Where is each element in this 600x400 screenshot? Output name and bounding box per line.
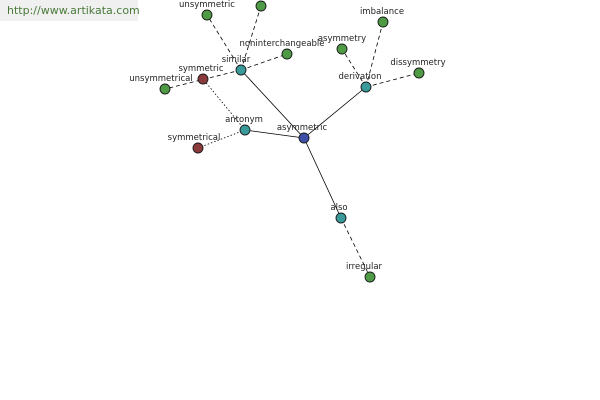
node-label-dissymmetry[interactable]: dissymmetry (390, 58, 445, 68)
node-imbalance[interactable] (377, 16, 389, 28)
node-label-symmetric[interactable]: symmetric (178, 64, 223, 74)
node-irregular[interactable] (364, 271, 376, 283)
edge-asymmetric-also (303, 137, 342, 219)
node-symmetrical[interactable] (192, 142, 204, 154)
node-label-similar[interactable]: similar (222, 55, 251, 65)
edge-similar-unsymmetrical (164, 69, 242, 90)
edge-antonym-symmetric (202, 78, 246, 131)
node-also[interactable] (335, 212, 347, 224)
edge-asymmetric-similar (240, 69, 305, 139)
node-symmetric[interactable] (197, 73, 209, 85)
edge-asymmetric-derivation (303, 86, 367, 139)
node-label-antonym[interactable]: antonym (225, 115, 263, 125)
edge-antonym-symmetrical (197, 129, 246, 149)
node-label-derivation[interactable]: derivation (338, 72, 381, 82)
node-dissymmetry[interactable] (413, 67, 425, 79)
node-asymmetric[interactable] (298, 132, 310, 144)
node-label-imbalance[interactable]: imbalance (360, 7, 404, 17)
edge-similar-unsymmetric (206, 14, 242, 71)
node-label-asymmetric[interactable]: asymmetric (277, 123, 328, 133)
node-label-symmetrical[interactable]: symmetrical (168, 133, 221, 143)
artikata-url-banner[interactable]: http://www.artikata.com (0, 0, 140, 21)
node-antonym[interactable] (239, 124, 251, 136)
node-label-also[interactable]: also (330, 203, 347, 213)
node-similar[interactable] (235, 64, 247, 76)
node-noninterchangeable[interactable] (281, 48, 293, 60)
node-label-asymmetry[interactable]: asymmetry (318, 34, 366, 44)
node-label-noninterchangeable[interactable]: noninterchangeable (239, 39, 324, 49)
node-asymmetry[interactable] (336, 43, 348, 55)
node-label-irregular[interactable]: irregular (346, 262, 383, 272)
node-label-unsymmetric[interactable]: unsymmetric (179, 0, 235, 10)
node-unsymmetrical[interactable] (159, 83, 171, 95)
labels-layer: asymmetric similar derivation antonym also un… (129, 0, 445, 272)
node-unsymmetric[interactable] (201, 9, 213, 21)
node-label-unsymmetrical[interactable]: unsymmetrical (129, 74, 192, 84)
node-top-unlabeled[interactable] (255, 0, 267, 12)
edge-derivation-dissymmetry (365, 72, 420, 88)
edge-asymmetric-antonym (244, 129, 305, 139)
node-derivation[interactable] (360, 81, 372, 93)
edge-also-irregular (340, 217, 371, 278)
nodes-layer (159, 0, 425, 283)
edges-layer (164, 5, 420, 278)
edge-similar-noninterchangeable (240, 53, 288, 71)
edge-derivation-asymmetry (341, 48, 367, 88)
